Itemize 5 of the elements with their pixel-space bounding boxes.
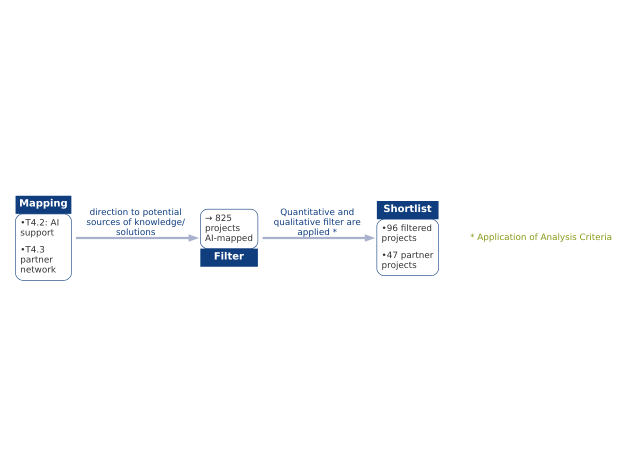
edge-label: direction to potential sources of knowledge/ solutions bbox=[86, 208, 185, 238]
edge-label: Quantitative and qualitative filter are applied * bbox=[274, 208, 361, 238]
label: * Application of Analysis Criteria bbox=[470, 232, 612, 243]
arrow bbox=[76, 234, 200, 242]
arrow bbox=[262, 234, 376, 242]
